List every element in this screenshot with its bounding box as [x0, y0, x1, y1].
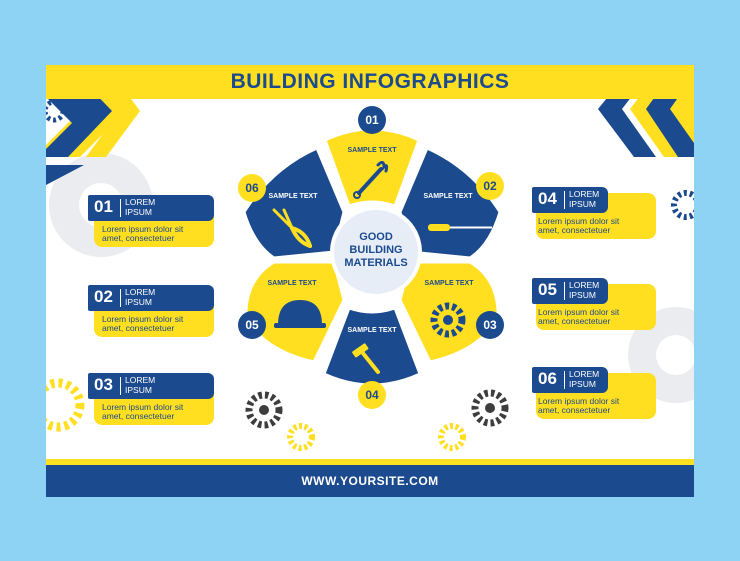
petal-06-number: 06 — [238, 174, 266, 202]
petal-02-label: SAMPLE TEXT — [423, 193, 473, 200]
item-label: IPSUM — [125, 296, 152, 307]
decor-gear-icon — [245, 389, 509, 451]
item-number: 06 — [538, 369, 557, 388]
petal-06-label: SAMPLE TEXT — [268, 193, 318, 200]
item-label: IPSUM — [569, 198, 596, 209]
petal-06 — [242, 146, 346, 260]
item-description: Lorem ipsum dolor sit — [102, 224, 184, 234]
item-label: LOREM — [569, 369, 600, 379]
petal-01 — [323, 127, 421, 208]
item-description: amet, consectetuer — [538, 405, 611, 415]
item-description: amet, consectetuer — [538, 316, 611, 326]
hard-hat-icon — [274, 300, 326, 328]
item-number: 04 — [538, 189, 557, 208]
item-label: LOREM — [125, 375, 156, 385]
item-description: amet, consectetuer — [102, 411, 175, 421]
center-circle: GOOD BUILDING MATERIALS — [330, 206, 422, 298]
page-title: BUILDING INFOGRAPHICS — [230, 70, 510, 93]
item-description: Lorem ipsum dolor sit — [538, 216, 620, 226]
center-line-3: MATERIALS — [344, 257, 408, 269]
petal-01-label: SAMPLE TEXT — [347, 147, 397, 154]
item-label: IPSUM — [125, 206, 152, 217]
petal-02 — [398, 146, 502, 260]
petal-05-label: SAMPLE TEXT — [267, 280, 317, 287]
footer-stripe — [46, 459, 694, 465]
item-description: amet, consectetuer — [538, 225, 611, 235]
wrench-icon — [353, 160, 389, 199]
item-description: Lorem ipsum dolor sit — [102, 402, 184, 412]
item-number: 01 — [94, 197, 113, 216]
petal-04-label: SAMPLE TEXT — [347, 327, 397, 334]
item-description: Lorem ipsum dolor sit — [538, 396, 620, 406]
item-description: Lorem ipsum dolor sit — [538, 307, 620, 317]
petal-04 — [322, 306, 422, 387]
item-label: LOREM — [125, 287, 156, 297]
item-number: 05 — [538, 280, 557, 299]
petal-04-number: 04 — [358, 381, 386, 409]
petal-05-number: 05 — [238, 311, 266, 339]
item-number: 02 — [94, 287, 113, 306]
item-description: Lorem ipsum dolor sit — [102, 314, 184, 324]
center-line-2: BUILDING — [349, 244, 403, 256]
pliers-icon — [272, 208, 312, 248]
item-number: 03 — [94, 375, 113, 394]
header-bar — [46, 65, 694, 99]
petal-01-number: 01 — [358, 106, 386, 134]
item-label: IPSUM — [125, 384, 152, 395]
petal-02-number: 02 — [476, 172, 504, 200]
item-description: amet, consectetuer — [102, 233, 175, 243]
item-label: LOREM — [569, 280, 600, 290]
item-label: IPSUM — [569, 378, 596, 389]
petal-03-label: SAMPLE TEXT — [424, 280, 474, 287]
footer-bar: WWW.YOURSITE.COM — [46, 459, 694, 497]
petal-03-number: 03 — [476, 311, 504, 339]
item-label: IPSUM — [569, 289, 596, 300]
item-label: LOREM — [569, 189, 600, 199]
screwdriver-icon — [428, 224, 492, 231]
item-description: amet, consectetuer — [102, 323, 175, 333]
item-label: LOREM — [125, 197, 156, 207]
gear-icon — [430, 302, 466, 338]
hammer-icon — [352, 343, 380, 374]
center-line-1: GOOD — [359, 231, 393, 243]
website-link[interactable]: WWW.YOURSITE.COM — [301, 474, 439, 488]
